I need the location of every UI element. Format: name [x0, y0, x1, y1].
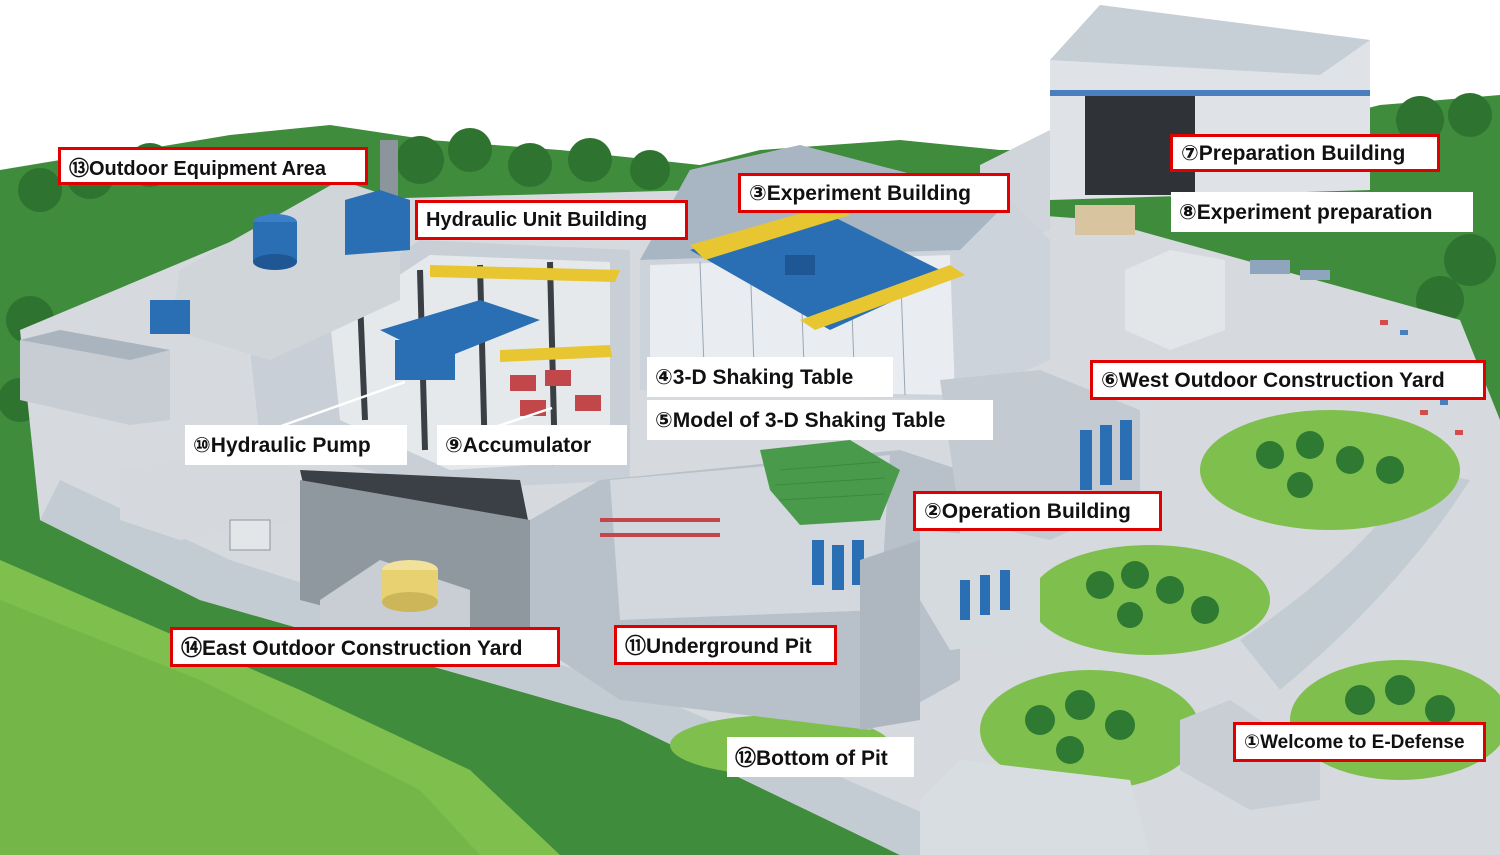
hydraulic-pump-label[interactable]: ⑩Hydraulic Pump [185, 425, 407, 465]
left-annex-buildings [20, 330, 300, 540]
bottom-of-pit-label[interactable]: ⑫Bottom of Pit [727, 737, 914, 777]
outdoor-equipment-area-label[interactable]: ⑬Outdoor Equipment Area [58, 147, 368, 185]
operation-building-label[interactable]: ②Operation Building [913, 491, 1162, 531]
experiment-building-label[interactable]: ③Experiment Building [738, 173, 1010, 213]
shaking-table-model-label[interactable]: ⑤Model of 3-D Shaking Table [647, 400, 993, 440]
tree-lawn-islands [670, 410, 1500, 790]
welcome-to-e-defense-label[interactable]: ①Welcome to E-Defense [1233, 722, 1486, 762]
west-outdoor-construction-yard-label[interactable]: ⑥West Outdoor Construction Yard [1090, 360, 1486, 400]
shaking-table-label[interactable]: ④3-D Shaking Table [647, 357, 893, 397]
underground-pit-label[interactable]: ⑪Underground Pit [614, 625, 837, 665]
welcome-building-shape [920, 760, 1150, 855]
west-yard-buildings [1075, 205, 1463, 435]
east-outdoor-construction-yard-label[interactable]: ⑭East Outdoor Construction Yard [170, 627, 560, 667]
experiment-preparation-label[interactable]: ⑧Experiment preparation [1171, 192, 1473, 232]
outdoor-equipment-shape [150, 140, 410, 360]
hydraulic-unit-building-label[interactable]: Hydraulic Unit Building [415, 200, 688, 240]
preparation-building-label[interactable]: ⑦Preparation Building [1170, 134, 1440, 172]
accumulator-label[interactable]: ⑨Accumulator [437, 425, 627, 465]
